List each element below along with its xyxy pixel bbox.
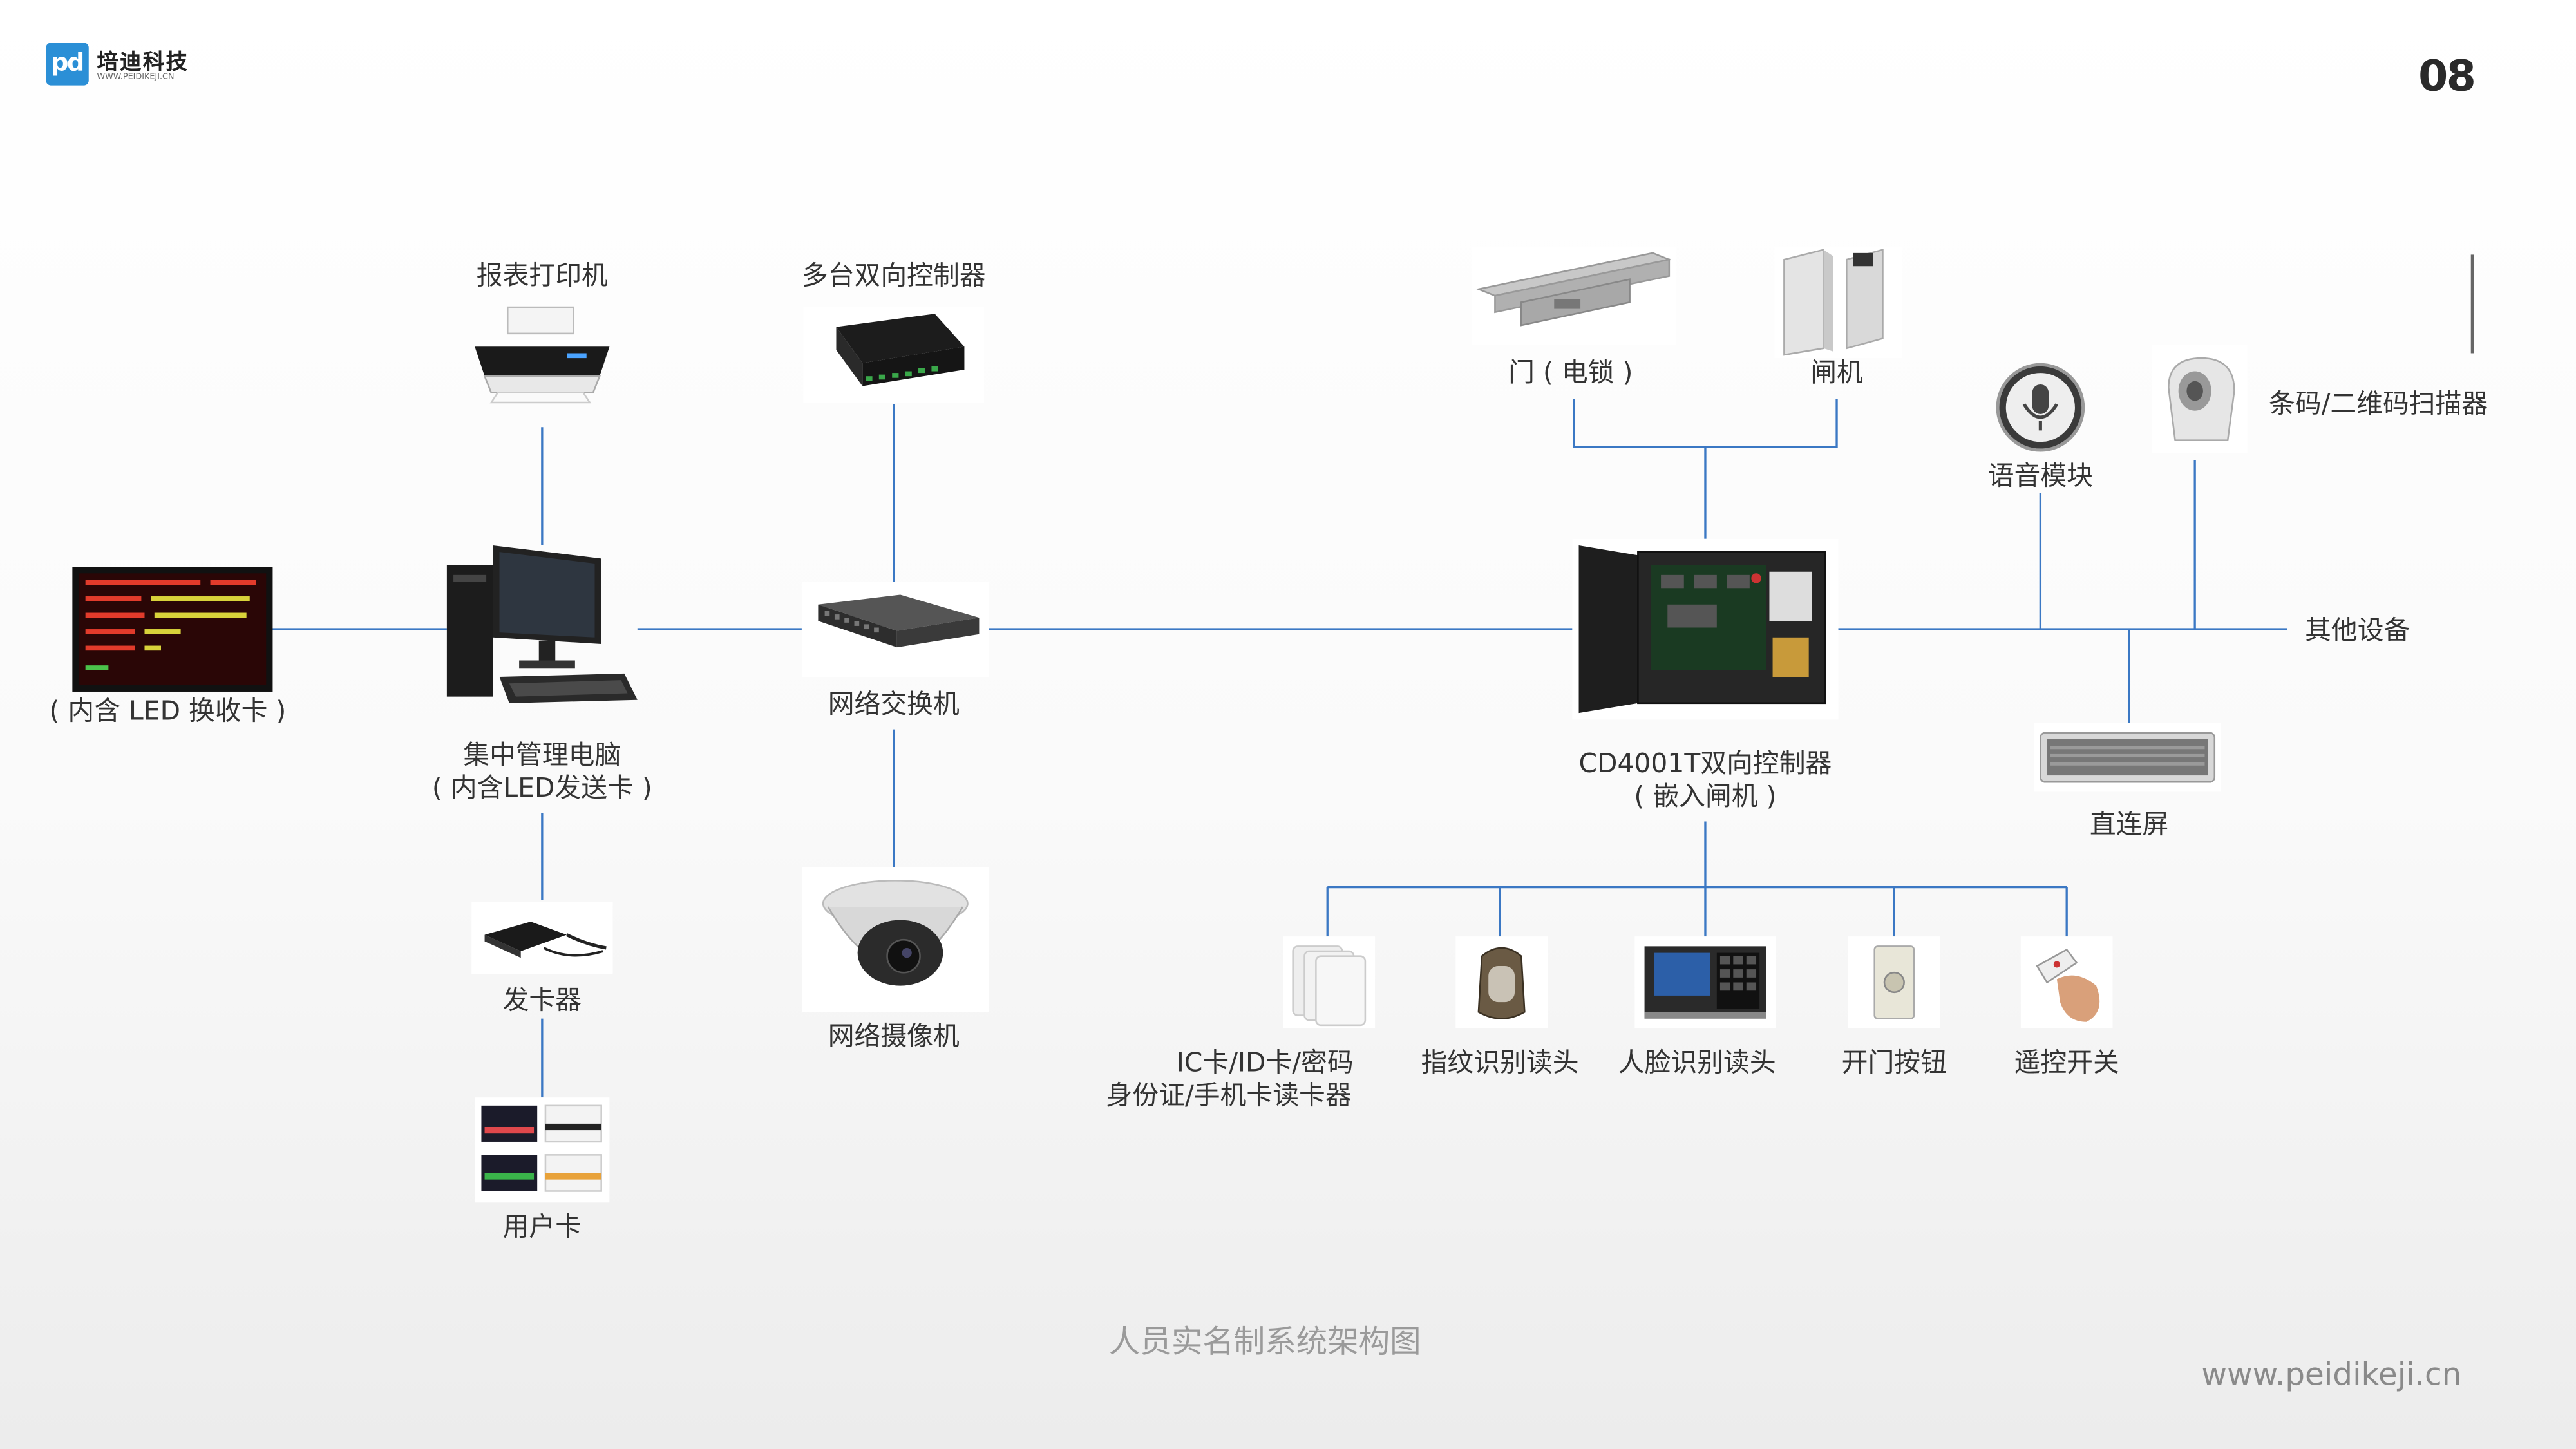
- printer-icon: [468, 304, 616, 412]
- multi-controller-label: 多台双向控制器: [801, 260, 986, 291]
- scanner-label: 条码/二维码扫描器: [2268, 388, 2488, 419]
- pc-label: 集中管理电脑: [463, 739, 621, 771]
- pc-sublabel: ( 内含LED发送卡 ): [431, 772, 652, 804]
- dome-camera-icon: [801, 867, 989, 1019]
- direct-screen-label: 直连屏: [2089, 808, 2169, 840]
- desktop-computer-icon: [444, 542, 641, 723]
- controller-sublabel: ( 嵌入闸机 ): [1634, 780, 1777, 812]
- brand-logo-icon: pd: [46, 43, 89, 86]
- electric-lock-icon: [1472, 246, 1676, 352]
- user-card-label: 用户卡: [502, 1211, 582, 1242]
- remote-label: 遥控开关: [2014, 1046, 2119, 1078]
- fingerprint-label: 指纹识别读头: [1421, 1046, 1579, 1078]
- barcode-scanner-icon: [2152, 345, 2248, 460]
- led-bar-icon: [2034, 723, 2221, 798]
- brand-url: WWW.PEIDIKEJI.CN: [97, 72, 175, 82]
- card-reader-icon: [1283, 936, 1376, 1035]
- remote-control-icon: [2020, 936, 2113, 1035]
- card-reader-label: IC卡/ID卡/密码: [1176, 1046, 1354, 1078]
- user-card-icon: [475, 1097, 610, 1209]
- microphone-icon: [1994, 361, 2087, 460]
- turnstile-icon: [1774, 246, 1903, 365]
- line-lock-turnstile: [1573, 399, 1838, 448]
- card-issuer-icon: [471, 902, 613, 981]
- brand-logo: pd 培迪科技 WWW.PEIDIKEJI.CN: [46, 43, 276, 92]
- other-devices-label: 其他设备: [2305, 614, 2410, 646]
- printer-label: 报表打印机: [476, 260, 608, 291]
- camera-label: 网络摄像机: [828, 1020, 960, 1052]
- controller-board-icon: [803, 307, 985, 409]
- page-number: 08: [2418, 52, 2476, 102]
- network-switch-label: 网络交换机: [828, 688, 960, 720]
- voice-module-label: 语音模块: [1987, 460, 2094, 491]
- led-display-icon: [72, 567, 273, 698]
- fingerprint-reader-icon: [1455, 936, 1548, 1035]
- network-switch-icon: [801, 582, 989, 683]
- controller-cabinet-icon: [1572, 538, 1839, 726]
- face-terminal-icon: [1634, 936, 1776, 1035]
- door-lock-label: 门 ( 电锁 ): [1508, 356, 1633, 388]
- exit-button-icon: [1848, 936, 1940, 1035]
- website-url: www.peidikeji.cn: [2201, 1357, 2462, 1394]
- controller-label: CD4001T双向控制器: [1578, 747, 1832, 779]
- card-issuer-label: 发卡器: [502, 984, 582, 1016]
- card-reader-sublabel: 身份证/手机卡读卡器: [1106, 1079, 1352, 1111]
- face-reader-label: 人脸识别读头: [1618, 1046, 1776, 1078]
- led-display-label: ( 内含 LED 换收卡 ): [49, 695, 287, 726]
- diagram-caption: 人员实名制系统架构图: [1108, 1324, 1421, 1361]
- turnstile-label: 闸机: [1810, 356, 1863, 388]
- exit-button-label: 开门按钮: [1841, 1046, 1947, 1078]
- brand-name: 培迪科技: [97, 51, 189, 76]
- divider: [2470, 254, 2474, 354]
